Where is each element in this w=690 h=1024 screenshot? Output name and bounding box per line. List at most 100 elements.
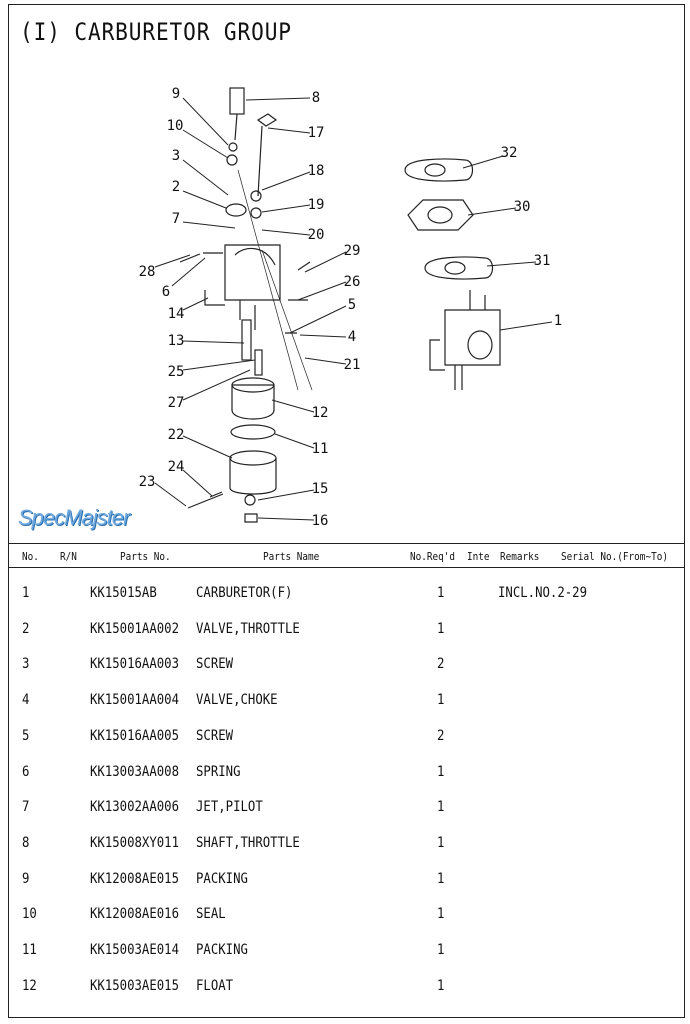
callout-number: 15 <box>312 481 329 497</box>
header-inte: Inte <box>467 550 490 563</box>
header-serial: Serial No.(From~To) <box>561 550 668 563</box>
leader-line <box>182 129 229 159</box>
header-parts-name: Parts Name <box>263 550 320 563</box>
row-parts-no: KK15003AE015 <box>90 977 180 994</box>
leader-line <box>257 489 315 501</box>
leader-line <box>499 321 553 331</box>
leader-line <box>182 359 256 371</box>
row-no: 3 <box>22 656 30 673</box>
row-qty: 2 <box>437 727 445 744</box>
row-parts-name: VALVE,CHOKE <box>196 692 278 709</box>
row-qty: 1 <box>437 942 445 958</box>
row-parts-no: KK12008AE015 <box>90 870 180 887</box>
row-no: 6 <box>22 763 30 780</box>
callout-number: 14 <box>168 306 185 322</box>
callout-number: 18 <box>308 163 325 179</box>
leader-line <box>486 261 537 267</box>
callout-number: 13 <box>168 333 185 349</box>
divider <box>8 543 685 544</box>
callout-number: 25 <box>168 364 185 380</box>
leader-line <box>267 127 311 134</box>
leader-line <box>261 171 311 191</box>
watermark: SpecMajster <box>18 505 130 530</box>
leader-line <box>261 204 311 213</box>
leader-line <box>304 357 347 365</box>
callout-number: 11 <box>312 441 329 457</box>
row-parts-no: KK15015AB <box>90 585 157 601</box>
row-parts-no: KK15003AE014 <box>90 942 180 958</box>
row-no: 2 <box>22 620 30 637</box>
leader-line <box>154 254 191 268</box>
row-qty: 1 <box>437 977 445 994</box>
part-drawings <box>179 87 501 523</box>
row-parts-name: SEAL <box>196 906 226 923</box>
row-qty: 1 <box>437 620 445 637</box>
row-parts-name: JET,PILOT <box>196 799 263 816</box>
row-parts-name: SCREW <box>196 656 234 673</box>
row-parts-no: KK12008AE016 <box>90 906 180 923</box>
leader-line <box>182 340 245 344</box>
row-parts-name: CARBURETOR(F) <box>196 585 293 601</box>
callout-number: 5 <box>348 297 356 313</box>
row-no: 4 <box>22 692 30 709</box>
callout-number: 26 <box>344 274 361 290</box>
callout-number: 21 <box>344 357 361 373</box>
row-parts-name: VALVE,THROTTLE <box>196 620 300 637</box>
callout-number: 24 <box>168 459 185 475</box>
table-row: 2 KK15001AA002 VALVE,THROTTLE 1 <box>0 621 690 641</box>
header-parts-no: Parts No. <box>120 550 171 563</box>
row-parts-name: SPRING <box>196 763 241 780</box>
leader-line <box>171 257 206 287</box>
callout-number: 1 <box>554 313 562 329</box>
divider <box>8 567 685 568</box>
callout-number: 30 <box>514 199 531 215</box>
page-frame <box>8 4 685 1018</box>
exploded-parts-diagram: 1234567891011121314151617181920212223242… <box>139 86 563 529</box>
callout-number: 9 <box>172 86 180 102</box>
row-qty: 1 <box>437 834 445 851</box>
row-qty: 1 <box>437 906 445 923</box>
row-parts-no: KK15016AA005 <box>90 727 180 744</box>
row-qty: 1 <box>437 692 445 709</box>
leader-line <box>261 229 311 236</box>
callout-number: 31 <box>534 253 551 269</box>
table-row: 6 KK13003AA008 SPRING 1 <box>0 764 690 784</box>
row-no: 10 <box>22 906 37 923</box>
table-row: 10 KK12008AE016 SEAL 1 <box>0 906 690 926</box>
leader-line <box>289 305 347 334</box>
leader-line <box>304 251 347 273</box>
leader-line <box>182 435 233 459</box>
leader-line <box>297 281 347 301</box>
row-parts-no: KK15001AA002 <box>90 620 180 637</box>
callout-number: 19 <box>308 197 325 213</box>
leader-line <box>467 207 517 216</box>
row-parts-no: KK13003AA008 <box>90 763 180 780</box>
row-qty: 1 <box>437 763 445 780</box>
leader-line <box>274 433 315 449</box>
callout-number: 2 <box>172 179 180 195</box>
row-no: 7 <box>22 799 30 816</box>
header-remarks: Remarks <box>500 550 540 563</box>
row-no: 12 <box>22 977 37 994</box>
table-row: 4 KK15001AA004 VALVE,CHOKE 1 <box>0 692 690 712</box>
callout-number: 29 <box>344 243 361 259</box>
row-parts-name: SHAFT,THROTTLE <box>196 834 300 851</box>
callout-number: 20 <box>308 227 325 243</box>
leader-line <box>182 221 236 229</box>
leader-line <box>182 369 251 401</box>
row-no: 9 <box>22 870 30 887</box>
row-no: 1 <box>22 585 30 601</box>
leader-line <box>182 190 227 209</box>
callout-number: 22 <box>168 427 185 443</box>
leader-line <box>182 469 213 497</box>
callout-number: 7 <box>172 211 180 227</box>
row-parts-no: KK15001AA004 <box>90 692 180 709</box>
callout-number: 4 <box>348 329 356 345</box>
